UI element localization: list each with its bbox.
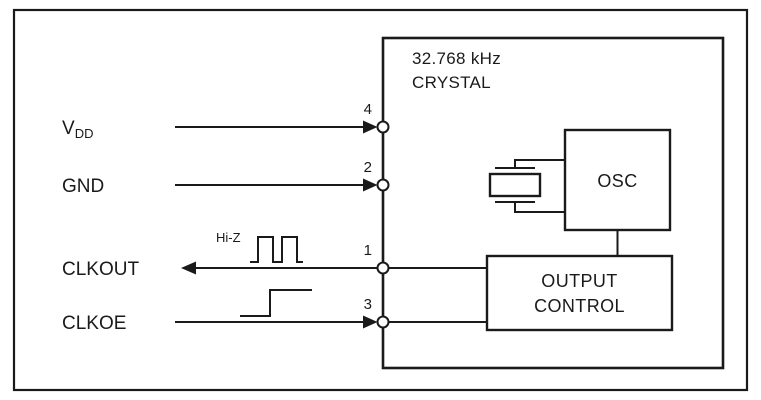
vdd-arrowhead-icon: [363, 120, 378, 134]
chip-title-line1: 32.768 kHz: [412, 49, 501, 68]
pin-4-terminal: [376, 120, 390, 134]
crystal-lead-top: [514, 159, 565, 168]
pin-3-terminal: [376, 315, 390, 329]
clkoe-arrowhead-icon: [363, 315, 378, 329]
output-control-label-line2: CONTROL: [534, 296, 625, 316]
pin-1-terminal: [376, 261, 390, 275]
clkout-label: CLKOUT: [62, 259, 139, 280]
clkoe-label: CLKOE: [62, 313, 126, 334]
clkout-arrowhead-icon: [181, 261, 196, 275]
pin-1-number: 1: [364, 242, 372, 259]
osc-block: [563, 128, 672, 232]
pin-3-number: 3: [364, 296, 372, 313]
gnd-label: GND: [62, 176, 104, 197]
hiz-label: Hi-Z: [216, 230, 241, 245]
osc-label: OSC: [597, 171, 637, 191]
vdd-label: VDD: [62, 118, 93, 141]
crystal-lead-bottom: [514, 202, 565, 213]
clkoe-waveform-icon: [240, 289, 312, 317]
gnd-arrowhead-icon: [363, 178, 378, 192]
pin-2-number: 2: [364, 159, 372, 176]
crystal-body: [488, 172, 542, 198]
output-control-label-line1: OUTPUT: [541, 271, 617, 291]
chip-title-line2: CRYSTAL: [412, 73, 491, 92]
pin-4-number: 4: [364, 101, 372, 118]
pin-2-terminal: [376, 178, 390, 192]
output-control-block: [485, 254, 674, 332]
clkout-waveform-icon: [250, 236, 303, 263]
crystal-symbol-icon: [488, 159, 565, 213]
